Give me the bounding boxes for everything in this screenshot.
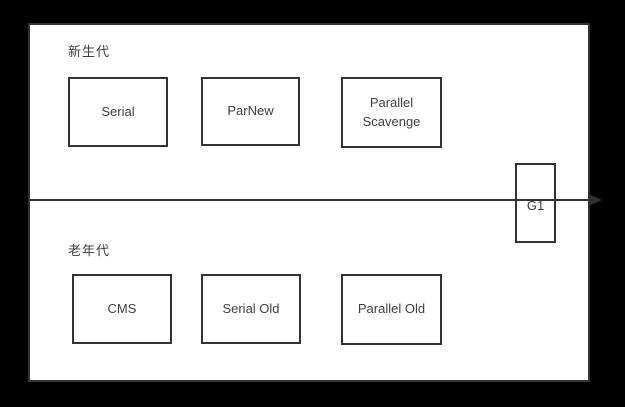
collector-box-serial-old: Serial Old xyxy=(201,274,301,344)
collector-box-parallel-scavenge: Parallel Scavenge xyxy=(341,77,442,148)
generation-divider-line xyxy=(28,199,595,201)
right-arrow-icon xyxy=(588,194,602,206)
collector-box-serial: Serial xyxy=(68,77,168,147)
young-generation-label: 新生代 xyxy=(68,44,111,59)
collector-box-g1: G1 xyxy=(515,163,556,243)
collector-label-parnew: ParNew xyxy=(227,103,274,119)
collector-label-parallel-scavenge: Parallel Scavenge xyxy=(362,94,421,129)
collector-box-cms: CMS xyxy=(72,274,172,344)
collector-label-serial-old: Serial Old xyxy=(222,300,280,316)
collector-box-parallel-old: Parallel Old xyxy=(341,274,442,345)
collector-label-g1: G1 xyxy=(526,197,545,213)
collector-label-parallel-old: Parallel Old xyxy=(357,301,426,317)
collector-box-parnew: ParNew xyxy=(201,77,300,146)
collector-label-cms: CMS xyxy=(107,300,137,316)
old-generation-label: 老年代 xyxy=(68,243,111,258)
collector-label-serial: Serial xyxy=(101,103,135,119)
